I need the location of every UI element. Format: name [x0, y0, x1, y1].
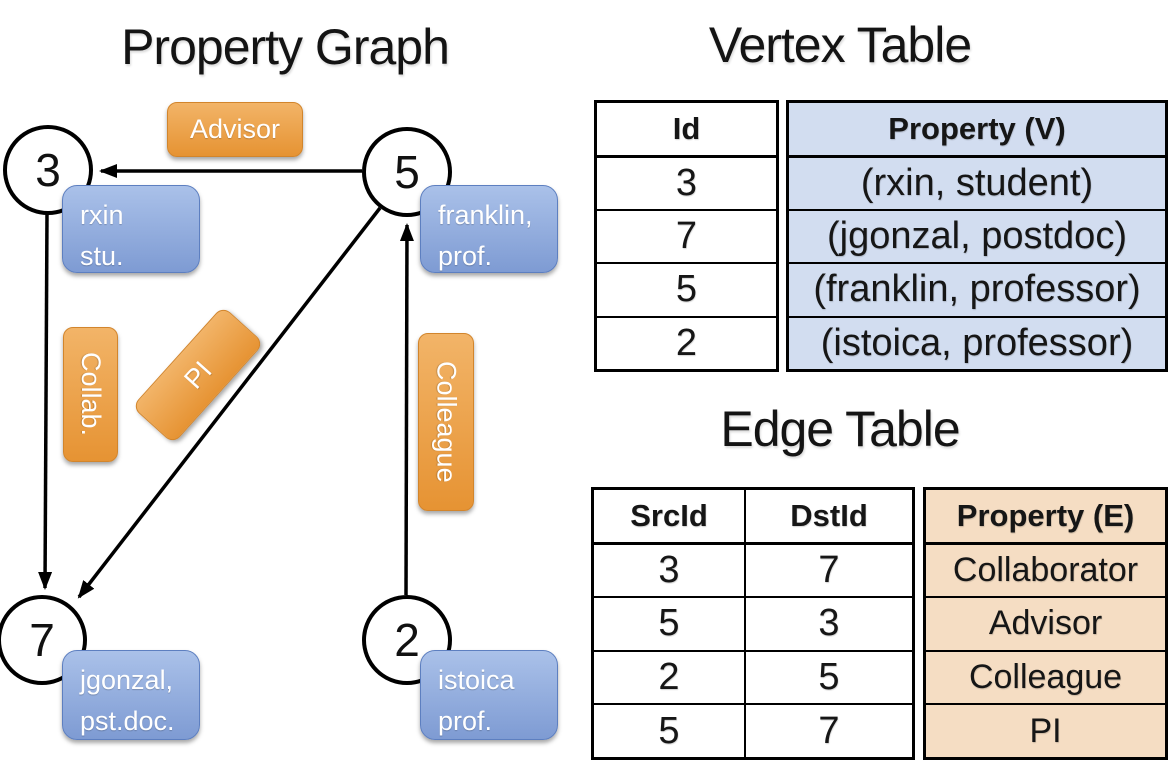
edge-table-dstid-cell: 5 [744, 649, 912, 704]
node-3-id: 3 [35, 144, 61, 196]
edge-table-dstid-cell: 3 [744, 595, 912, 650]
vertex-property-line: stu. [80, 240, 124, 271]
vertex-table-id-column: Id 3 7 5 2 [594, 100, 779, 372]
vertex-table-property-cell: (rxin, student) [789, 155, 1165, 209]
vertex-table-id-cell: 7 [597, 208, 776, 263]
vertex-property-line: istoica [438, 665, 515, 695]
edge-table-property-header: Property (E) [956, 498, 1135, 533]
vertex-property-line: jgonzal, [80, 665, 174, 695]
edge-table-dstid-header: DstId [744, 490, 912, 542]
vertex-table-id-cell: 3 [597, 155, 776, 209]
vertex-property-box-5: franklin, prof. [420, 185, 558, 273]
edge-table-dstid-cell: 7 [744, 703, 912, 757]
edge-3-to-7-collab [38, 212, 53, 590]
vertex-table-title: Vertex Table [708, 17, 972, 73]
vertex-property-line: franklin, [438, 200, 533, 230]
node-7-id: 7 [29, 614, 55, 666]
edge-table-srcid-cell: 2 [594, 649, 744, 704]
vertex-property-box-3: rxin stu. [62, 185, 200, 273]
vertex-property-box-7: jgonzal, pst.doc. [62, 650, 200, 740]
vertex-property-line: pst.doc. [80, 705, 175, 736]
edge-table-title: Edge Table [720, 401, 960, 457]
edge-5-to-7-pi [77, 206, 382, 599]
property-graph-title: Property Graph [121, 19, 450, 75]
node-2-id: 2 [394, 614, 420, 666]
vertex-table-property-column: Property (V) (rxin, student) (jgonzal, p… [786, 100, 1168, 372]
node-5-id: 5 [394, 146, 420, 198]
vertex-table-property-cell: (franklin, professor) [789, 262, 1165, 316]
edge-table-property-cell: Collaborator [926, 542, 1165, 596]
vertex-table-id-header: Id [672, 111, 701, 146]
edge-label-collab: Collab. [63, 327, 118, 462]
edge-2-to-5-colleague [399, 223, 414, 596]
vertex-table-id-cell: 2 [597, 315, 776, 370]
edge-table-srcid-cell: 3 [594, 542, 744, 596]
vertex-table-property-cell: (jgonzal, postdoc) [789, 208, 1165, 263]
edge-table-srcid-header: SrcId [630, 498, 708, 533]
vertex-table-property-header: Property (V) [888, 111, 1066, 146]
edge-table-property-cell: Colleague [926, 649, 1165, 704]
vertex-property-line: rxin [80, 200, 124, 230]
edge-table-id-columns: SrcId DstId 3 7 5 3 2 5 5 7 [591, 487, 915, 760]
vertex-property-line: prof. [438, 705, 493, 736]
edge-table-property-cell: Advisor [926, 595, 1165, 650]
graph-node-3: 3 [3, 125, 93, 215]
edge-table-dstid-cell: 7 [744, 542, 912, 596]
vertex-table-id-cell: 5 [597, 262, 776, 316]
vertex-property-box-2: istoica prof. [420, 650, 558, 740]
vertex-property-line: prof. [438, 240, 493, 271]
edge-table-srcid-cell: 5 [594, 703, 744, 757]
edge-label-advisor: Advisor [167, 102, 303, 157]
edge-table-srcid-cell: 5 [594, 595, 744, 650]
vertex-table-property-cell: (istoica, professor) [789, 315, 1165, 370]
edge-table-property-column: Property (E) Collaborator Advisor Collea… [923, 487, 1168, 760]
edge-table-property-cell: PI [926, 703, 1165, 757]
edge-label-colleague: Colleague [418, 333, 474, 511]
